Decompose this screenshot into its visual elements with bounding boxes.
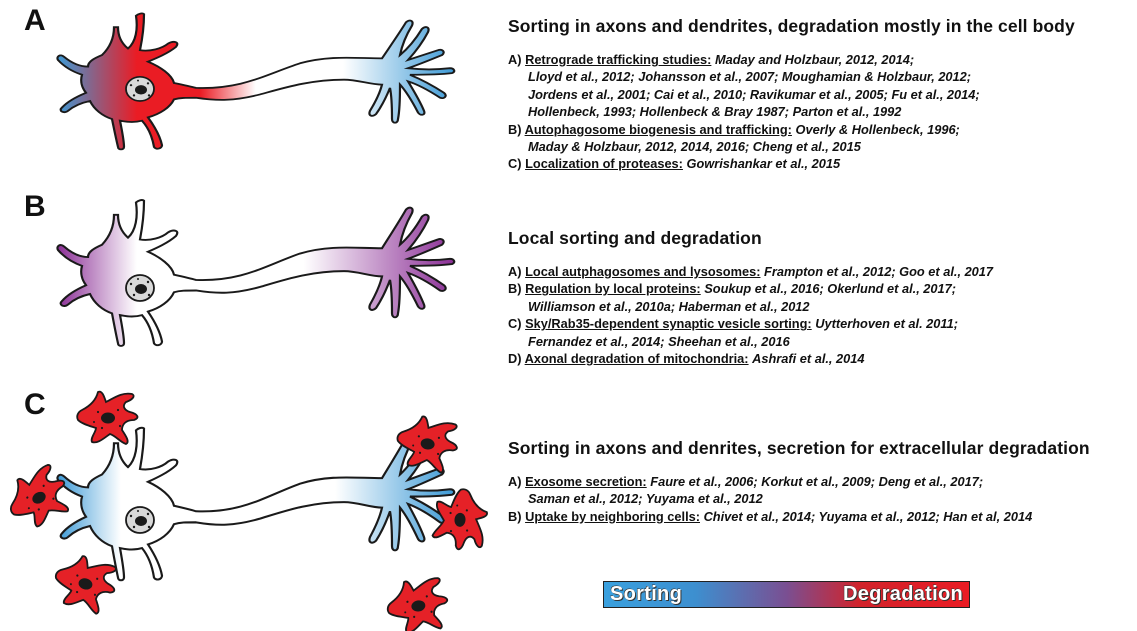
reference-prefix: A)	[508, 264, 522, 279]
panel-c-letter: C	[24, 388, 46, 421]
reference-item: A) Exosome secretion: Faure et al., 2006…	[508, 473, 1133, 490]
panel-c-reference-list: A) Exosome secretion: Faure et al., 2006…	[508, 473, 1133, 525]
panel-a-heading: Sorting in axons and dendrites, degradat…	[508, 16, 1075, 36]
reference-item: C) Sky/Rab35-dependent synaptic vesicle …	[508, 315, 1133, 332]
reference-citations: Uytterhoven et al. 2011;	[815, 316, 958, 332]
reference-continuation: Williamson et al., 2010a; Haberman et al…	[528, 298, 810, 314]
panel-c-neuron-illustration	[0, 390, 490, 631]
panel-c-nucleus	[125, 506, 155, 534]
reference-prefix: A)	[508, 52, 522, 67]
reference-continuation: Maday & Holzbaur, 2012, 2014, 2016; Chen…	[528, 139, 861, 155]
reference-citations: Faure et al., 2006; Korkut et al., 2009;…	[650, 474, 984, 489]
reference-continuation: Fernandez et al., 2014; Sheehan et al., …	[528, 333, 790, 349]
reference-item: A) Retrograde trafficking studies: Maday…	[508, 51, 1133, 68]
reference-citations: Frampton et al., 2012; Goo et al., 2017	[764, 264, 994, 279]
panel-b-neuron-illustration	[56, 198, 456, 348]
reference-continuation: Jordens et al., 2001; Cai et al., 2010; …	[528, 86, 980, 102]
glia-cell	[48, 549, 122, 618]
reference-citations: Overly & Hollenbeck, 1996;	[795, 121, 960, 137]
panel-b-letter: B	[24, 190, 46, 223]
reference-prefix: B)	[508, 121, 522, 137]
reference-topic: Localization of proteases:	[525, 156, 683, 172]
panel-a-neuron	[56, 12, 456, 151]
reference-item: B) Uptake by neighboring cells: Chivet e…	[508, 508, 1133, 525]
glia-cell	[382, 573, 453, 631]
reference-topic: Regulation by local proteins:	[525, 281, 701, 297]
reference-item: B) Autophagosome biogenesis and traffick…	[508, 121, 1133, 138]
reference-topic: Autophagosome biogenesis and trafficking…	[524, 121, 792, 137]
glia-cell	[0, 459, 79, 537]
panel-a-reference-list: A) Retrograde trafficking studies: Maday…	[508, 51, 1133, 173]
panel-c-text: Sorting in axons and denrites, secretion…	[508, 438, 1133, 525]
panel-a-nucleus	[125, 75, 155, 102]
panel-b-neuron	[56, 198, 456, 348]
reference-prefix: B)	[508, 281, 522, 297]
panel-b-heading: Local sorting and degradation	[508, 228, 762, 248]
reference-prefix: D)	[508, 351, 522, 367]
reference-prefix: B)	[508, 508, 522, 524]
reference-item: D) Axonal degradation of mitochondria: A…	[508, 350, 1133, 367]
reference-continuation: Lloyd et al., 2012; Johansson et al., 20…	[528, 69, 972, 85]
panel-b-reference-list: A) Local autphagosomes and lysosomes: Fr…	[508, 263, 1133, 367]
legend-degradation-label: Degradation	[843, 583, 963, 605]
panel-b-nucleus	[125, 274, 155, 302]
reference-prefix: C)	[508, 316, 522, 332]
panel-c-neuron	[56, 426, 456, 582]
reference-citations: Soukup et al., 2016; Okerlund et al., 20…	[704, 281, 957, 297]
reference-topic: Uptake by neighboring cells:	[525, 508, 700, 524]
reference-topic: Axonal degradation of mitochondria:	[524, 351, 749, 367]
reference-item: A) Local autphagosomes and lysosomes: Fr…	[508, 263, 1133, 280]
reference-prefix: C)	[508, 156, 522, 172]
reference-topic: Local autphagosomes and lysosomes:	[525, 264, 761, 279]
reference-citations: Ashrafi et al., 2014	[752, 351, 865, 367]
reference-citations: Chivet et al., 2014; Yuyama et al., 2012…	[703, 508, 1033, 524]
reference-topic: Exosome secretion:	[525, 474, 647, 489]
panel-a-text: Sorting in axons and dendrites, degradat…	[508, 16, 1133, 173]
reference-item: B) Regulation by local proteins: Soukup …	[508, 280, 1133, 297]
reference-continuation: Saman et al., 2012; Yuyama et al., 2012	[528, 491, 763, 507]
panel-b-text: Local sorting and degradation A) Local a…	[508, 228, 1133, 367]
reference-topic: Sky/Rab35-dependent synaptic vesicle sor…	[525, 316, 812, 332]
reference-item: C) Localization of proteases: Gowrishank…	[508, 155, 1133, 172]
reference-continuation: Hollenbeck, 1993; Hollenbeck & Bray 1987…	[528, 104, 902, 120]
legend-sorting-label: Sorting	[610, 583, 683, 605]
reference-prefix: A)	[508, 474, 522, 489]
glia-cell	[76, 390, 139, 445]
panel-a-letter: A	[24, 4, 46, 37]
panel-a-neuron-illustration	[56, 12, 456, 151]
sorting-degradation-color-scale: Sorting Degradation	[603, 581, 970, 608]
reference-topic: Retrograde trafficking studies:	[525, 52, 712, 67]
reference-citations: Maday and Holzbaur, 2012, 2014;	[714, 52, 915, 67]
reference-citations: Gowrishankar et al., 2015	[686, 156, 841, 172]
panel-c-heading: Sorting in axons and denrites, secretion…	[508, 438, 1090, 458]
